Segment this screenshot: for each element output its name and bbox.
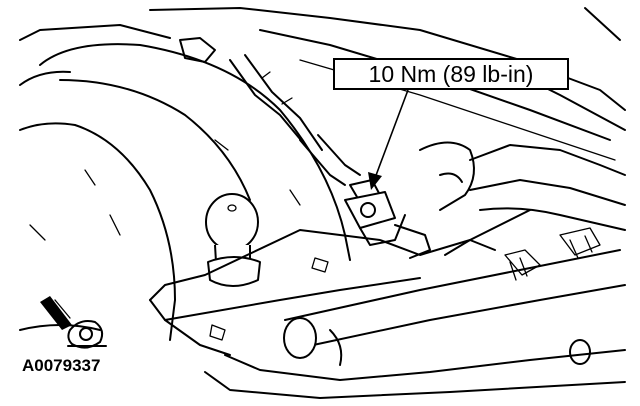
sensor-fastener [344,179,431,259]
ball-stud [205,193,261,287]
callout-leader [368,89,409,190]
cable-linkage [179,37,361,186]
view-direction-eye-icon [40,296,107,349]
bracket-plate [149,209,531,356]
figure-id-label: A0079337 [22,356,101,375]
wiring-harness [419,141,626,281]
torque-specification-label: 10 Nm (89 lb-in) [368,60,534,87]
torque-specification-callout: 10 Nm (89 lb-in) [333,58,569,90]
lower-pipes [204,249,626,399]
